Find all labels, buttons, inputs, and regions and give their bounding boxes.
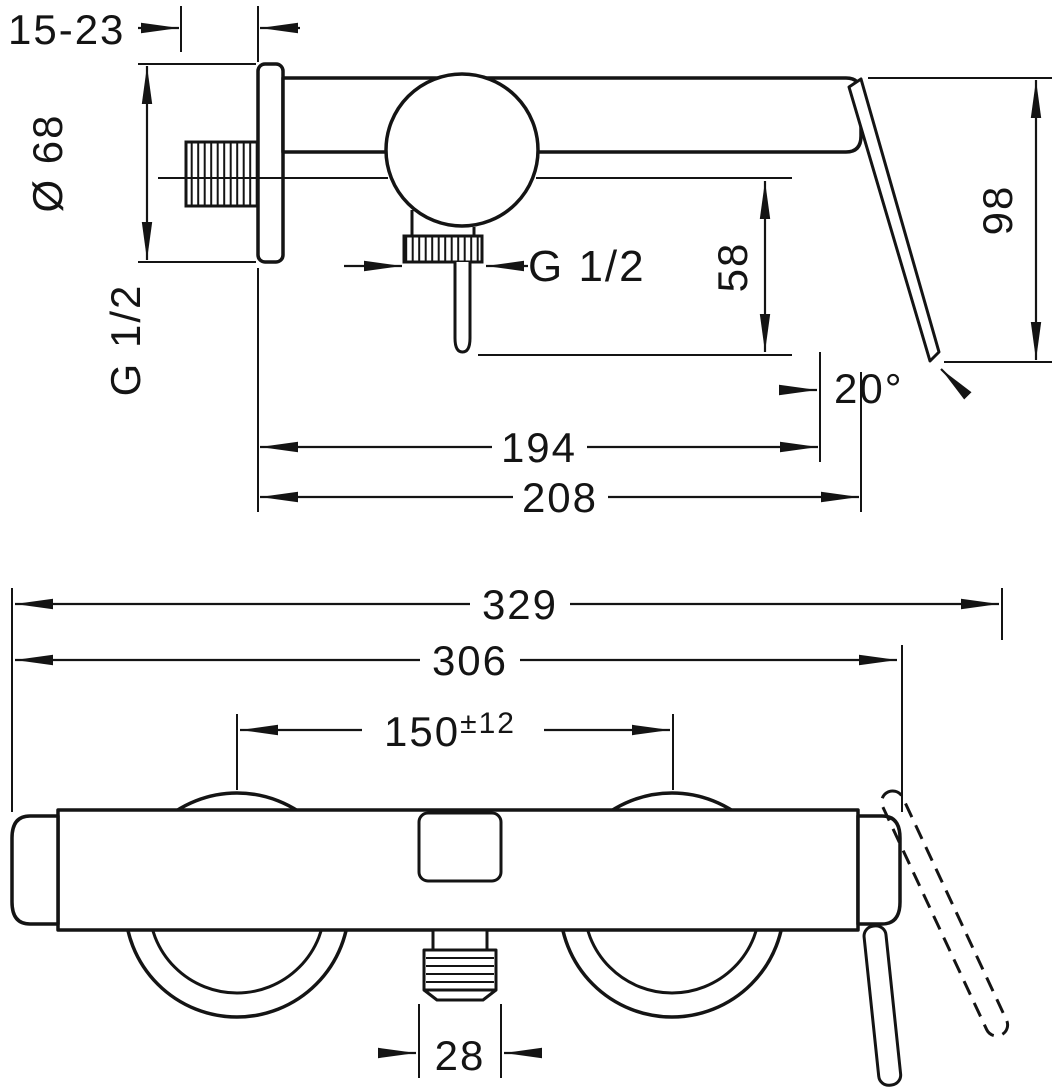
depth-range-label: 15-23 [8,6,125,53]
escutcheon-diameter-label: Ø 68 [24,113,71,212]
front-view: 329 306 150±12 28 [10,581,1010,1087]
wall-inlet-thread [184,140,260,208]
outlet-drop-label: 58 [709,242,756,293]
hose-nut-taper [423,988,497,1002]
cartridge-housing-circle [384,72,540,228]
label-patch [492,426,587,468]
shower-outlet-thread-label: G 1/2 [528,242,646,291]
dim-angle-arrow-right [940,368,972,400]
wall-to-lever-label: 194 [501,424,577,471]
hose-centers-label: 150±12 [384,707,516,755]
hose-nut-ribs [426,957,494,983]
lever-front-dashed [880,789,1010,1038]
body-width-label: 306 [432,637,508,684]
label-patch [470,583,570,625]
overall-height-label: 98 [974,185,1021,236]
shower-outlet-pipe [453,262,472,354]
right-end-cap [856,814,902,926]
lever-front-solid [862,924,903,1087]
outlet-width-label: 28 [435,1032,486,1079]
extension-lines-front [11,588,1003,1078]
label-patch [420,639,520,681]
lever-angle-label: 20° [834,365,904,412]
shower-outlet-thread-block [402,234,484,264]
lever-side [847,77,941,363]
side-view: 15-23 Ø 68 G 1/2 G 1/2 58 98 20° 194 208 [8,6,1052,521]
overall-depth-label: 208 [522,474,598,521]
diverter-block [417,811,503,883]
label-patch [362,705,544,753]
outlet-neck [431,928,489,952]
inlet-thread-label: G 1/2 [102,284,149,397]
mixer-body [281,76,863,154]
escutcheon-plate [256,62,285,264]
hose-nut [422,948,498,992]
label-patch [513,476,608,518]
overall-width-label: 329 [482,581,558,628]
left-end-cap [10,814,60,926]
extension-lines-side [138,6,1052,512]
